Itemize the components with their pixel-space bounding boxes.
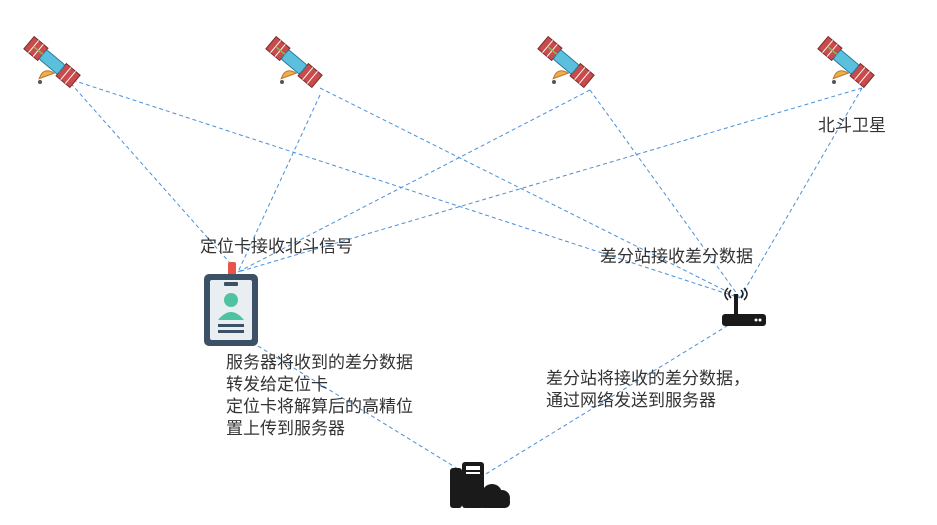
satellite-label: 北斗卫星 [818,116,886,136]
id-badge-icon [204,262,258,346]
router-icon [722,287,766,326]
link-sat1-station [65,77,741,299]
satellite-icon [264,35,324,89]
link-sat4-station [739,87,863,299]
link-sat3-station [589,89,741,299]
link-sat2-station [319,87,741,299]
link-sat3-card [237,89,591,273]
card-receive-label: 定位卡接收北斗信号 [200,237,353,257]
station-to-server-line-2: 通过网络发送到服务器 [546,391,716,411]
link-sat4-card [237,87,863,273]
link-sat2-card [237,94,321,273]
server-to-card-line-3: 定位卡将解算后的高精位 [226,397,413,417]
station-receive-label: 差分站接收差分数据 [600,247,753,267]
cloud-server-icon [450,462,510,508]
station-to-server-line-1: 差分站将接收的差分数据， [546,369,750,389]
server-to-card-line-2: 转发给定位卡 [226,375,328,395]
satellite-icon [22,35,82,89]
link-sat1-card [65,77,239,273]
satellite-icon [536,35,596,89]
satellite-icon [816,35,876,89]
server-to-card-note: 服务器将收到的差分数据 转发给定位卡 定位卡将解算后的高精位 置上传到服务器 [226,352,413,440]
link-station-server [475,317,741,481]
station-to-server-note: 差分站将接收的差分数据， 通过网络发送到服务器 [546,368,750,412]
server-to-card-line-1: 服务器将收到的差分数据 [226,353,413,373]
server-to-card-line-4: 置上传到服务器 [226,419,345,439]
